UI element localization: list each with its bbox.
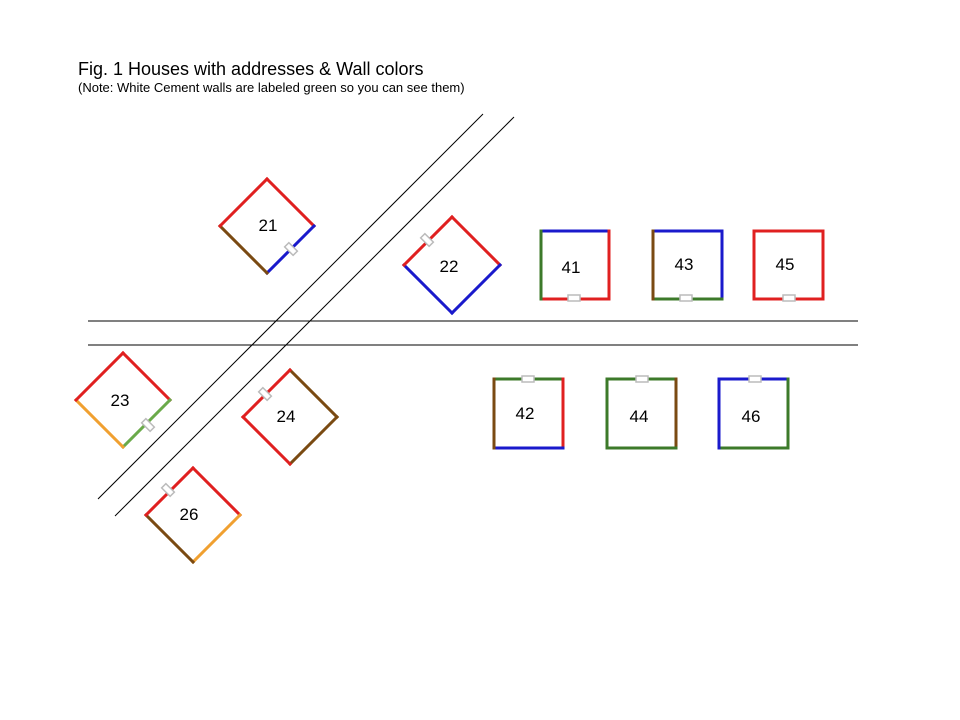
house-21-wall-4 bbox=[217, 176, 270, 229]
house-22: 22 bbox=[401, 214, 503, 316]
house-44: 44 bbox=[605, 375, 678, 450]
diagonal-street-west-edge bbox=[97, 113, 484, 500]
figure-note: (Note: White Cement walls are labeled gr… bbox=[78, 80, 465, 95]
house-46: 46 bbox=[717, 375, 790, 450]
house-21-door-marker bbox=[283, 241, 299, 257]
house-22-wall-2 bbox=[449, 262, 503, 316]
house-22-address-label: 22 bbox=[440, 257, 459, 276]
house-43-address-label: 43 bbox=[675, 255, 694, 274]
roads bbox=[88, 113, 858, 517]
house-41-address-label: 41 bbox=[562, 258, 581, 277]
house-26-door-marker bbox=[160, 482, 176, 498]
diagonal-street-east-edge bbox=[114, 116, 515, 517]
house-21-wall-3 bbox=[217, 223, 270, 276]
house-42-door-marker bbox=[521, 375, 535, 383]
house-24-address-label: 24 bbox=[277, 407, 296, 426]
house-24-door-marker bbox=[257, 386, 273, 402]
house-46-door-marker bbox=[748, 375, 762, 383]
house-23-wall-3 bbox=[73, 397, 126, 450]
house-23-wall-1 bbox=[120, 350, 173, 403]
house-23: 23 bbox=[73, 350, 173, 450]
house-41: 41 bbox=[539, 229, 611, 302]
house-21-wall-1 bbox=[264, 176, 317, 229]
house-45: 45 bbox=[752, 229, 825, 302]
figure-title: Fig. 1 Houses with addresses & Wall colo… bbox=[78, 59, 424, 79]
house-22-wall-1 bbox=[449, 214, 503, 268]
house-45-address-label: 45 bbox=[776, 255, 795, 274]
house-23-address-label: 23 bbox=[111, 391, 130, 410]
house-26-wall-3 bbox=[143, 512, 196, 565]
house-26-wall-2 bbox=[190, 512, 243, 565]
houses: 21 22 23 24 26 41 42 43 44 45 46 bbox=[73, 176, 825, 565]
house-22-door-marker bbox=[419, 232, 435, 248]
house-24-wall-1 bbox=[287, 367, 340, 420]
house-45-door-marker bbox=[782, 294, 796, 302]
house-22-wall-3 bbox=[401, 262, 455, 316]
house-26: 26 bbox=[143, 465, 243, 565]
house-26-wall-1 bbox=[190, 465, 243, 518]
house-24-wall-3 bbox=[240, 414, 293, 467]
house-42-address-label: 42 bbox=[516, 404, 535, 423]
house-24: 24 bbox=[240, 367, 340, 467]
house-21-address-label: 21 bbox=[259, 216, 278, 235]
house-43: 43 bbox=[651, 229, 724, 302]
house-42: 42 bbox=[492, 375, 565, 450]
house-44-door-marker bbox=[635, 375, 649, 383]
house-21: 21 bbox=[217, 176, 317, 276]
house-23-wall-4 bbox=[73, 350, 126, 403]
house-23-door-marker bbox=[140, 417, 156, 433]
house-46-address-label: 46 bbox=[742, 407, 761, 426]
house-43-door-marker bbox=[679, 294, 693, 302]
house-41-door-marker bbox=[567, 294, 581, 302]
house-24-wall-2 bbox=[287, 414, 340, 467]
house-44-address-label: 44 bbox=[630, 407, 649, 426]
house-26-address-label: 26 bbox=[180, 505, 199, 524]
